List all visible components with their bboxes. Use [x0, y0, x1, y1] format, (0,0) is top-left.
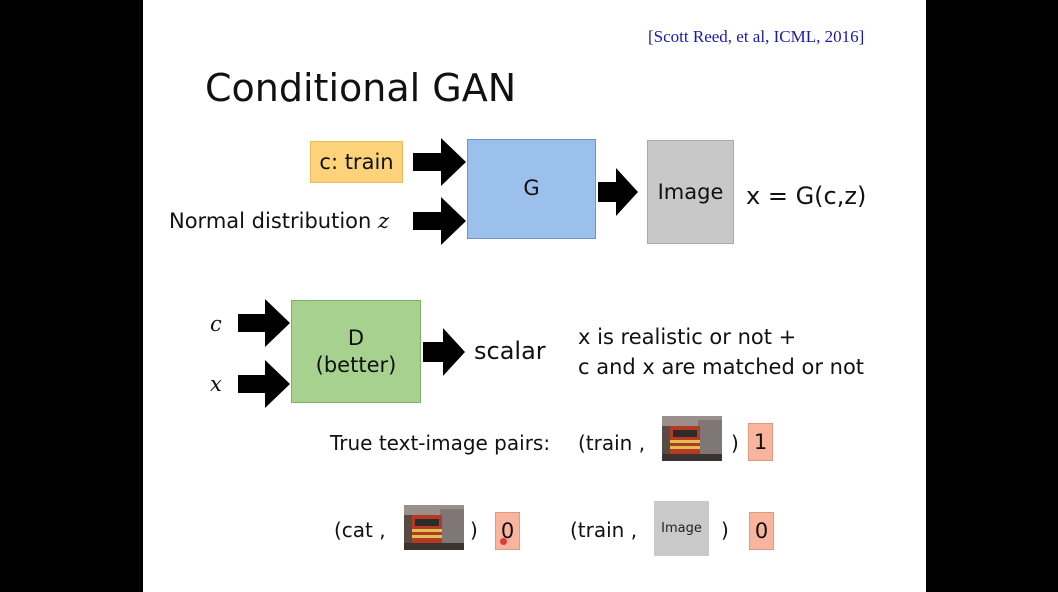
train-photo [662, 416, 722, 461]
true-pair-label-box: 1 [748, 423, 773, 461]
right-arrow-icon [413, 138, 466, 186]
fake1-close: ) [470, 518, 478, 542]
discriminator-box: D (better) [291, 300, 421, 403]
generated-image-box: Image [647, 140, 734, 244]
right-arrow-icon [238, 360, 290, 408]
right-arrow-icon [238, 299, 290, 347]
slide: [Scott Reed, et al, ICML, 2016] Conditio… [143, 0, 926, 592]
generator-equation: x = G(c,z) [746, 182, 867, 210]
description-line-2: c and x are matched or not [578, 355, 865, 379]
fake2-open: (train , [570, 518, 638, 542]
input-c-label: c [210, 312, 222, 336]
true-pairs-label: True text-image pairs: [330, 431, 551, 455]
fake1-open: (cat , [334, 518, 386, 542]
discriminator-qualifier: (better) [315, 352, 397, 377]
fake2-label-box: 0 [749, 512, 774, 550]
right-arrow-icon [423, 328, 465, 376]
fake1-label-box: 0 [495, 512, 520, 550]
generator-box: G [467, 139, 596, 239]
right-arrow-icon [598, 168, 638, 216]
fake2-image-box: Image [654, 501, 709, 556]
condition-box: c: train [310, 141, 403, 183]
train-photo [404, 505, 464, 550]
input-x-label: x [210, 372, 222, 396]
citation: [Scott Reed, et al, ICML, 2016] [648, 27, 865, 46]
true-pair-open: (train , [578, 431, 646, 455]
pointer-dot [500, 538, 507, 545]
slide-title: Conditional GAN [205, 66, 517, 110]
discriminator-name: D [347, 326, 365, 351]
noise-variable: z [378, 209, 390, 233]
noise-label: Normal distribution z [169, 209, 390, 233]
description-line-1: x is realistic or not + [578, 325, 797, 349]
scalar-output: scalar [474, 337, 546, 365]
true-pair-close: ) [731, 431, 739, 455]
fake2-close: ) [721, 518, 729, 542]
right-arrow-icon [413, 197, 466, 245]
